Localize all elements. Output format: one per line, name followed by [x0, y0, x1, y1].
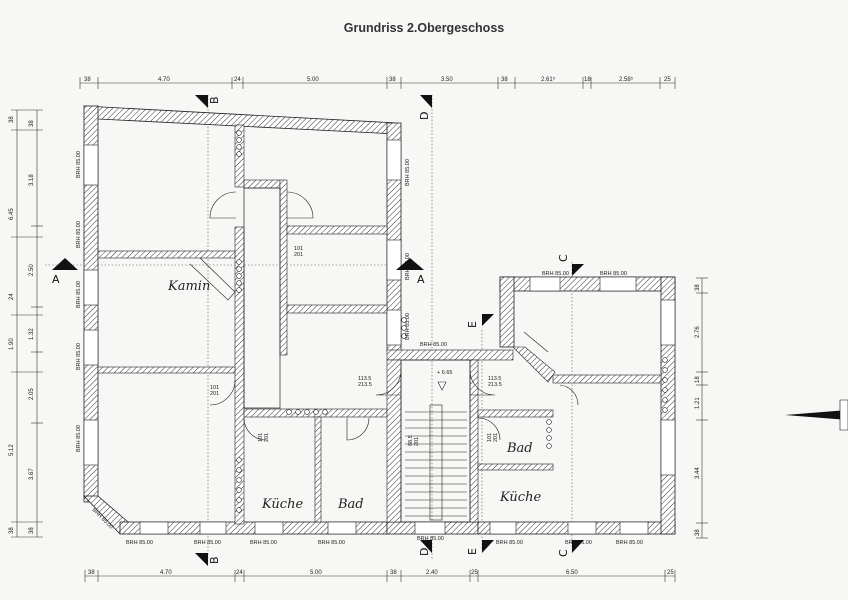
brh-label-top-1: BRH 85.00 [542, 271, 569, 277]
section-a-right: A [417, 273, 425, 286]
brh-label-bottom-2: BRH 85.00 [194, 540, 221, 546]
bottom-dim-1: 4.70 [160, 570, 172, 576]
bottom-dim-6: 25 [471, 570, 478, 576]
plan-title: Grundriss 2.Obergeschoss [343, 21, 505, 35]
top-dim-10: 25 [664, 77, 671, 83]
bottom-dim-3: 5.00 [310, 570, 322, 576]
brh-label-mid: BRH 85.00 [420, 342, 447, 348]
section-c-top: C [557, 254, 570, 262]
north-arrow [785, 399, 848, 431]
doors [209, 191, 579, 441]
brh-label-left-2: BRH 85.00 [76, 221, 82, 248]
top-dim-5: 3.50 [441, 77, 453, 83]
section-a-left: A [52, 273, 60, 286]
left-outer-dim-0: 38 [9, 116, 15, 123]
left-inner-dim-6: 38 [29, 527, 35, 534]
left-inner-dim-1: 3.18 [29, 174, 35, 186]
opening-label-5: 101201 [258, 433, 270, 442]
bottom-dim-4: 38 [390, 570, 397, 576]
left-inner-dim-2: 2.50 [29, 264, 35, 276]
right-dim-5: 38 [695, 529, 701, 536]
top-dim-8: 18 [584, 77, 591, 83]
brh-label-bottom-8: BRH 85.00 [616, 540, 643, 546]
brh-label-right-3: BRH 85.00 [405, 313, 411, 340]
section-b-bottom: B [208, 556, 221, 564]
section-e-bottom: E [466, 548, 479, 555]
bottom-dim-7: 6.50 [566, 570, 578, 576]
brh-label-top-2: BRH 85.00 [600, 271, 627, 277]
top-dim-7: 2.61⁵ [541, 76, 556, 83]
left-outer-dim-3: 1.90 [9, 338, 15, 350]
room-label-kueche-right: Küche [499, 490, 541, 505]
exterior-walls [82, 105, 676, 535]
bottom-dim-0: 38 [88, 570, 95, 576]
top-dim-6: 38 [501, 77, 508, 83]
top-dim-3: 5.00 [307, 77, 319, 83]
room-label-bad-right: Bad [506, 441, 533, 456]
left-outer-dim-4: 5.12 [9, 444, 15, 456]
top-dim-4: 38 [389, 77, 396, 83]
brh-label-bottom-6: BRH 85.00 [496, 540, 523, 546]
section-markers [52, 95, 584, 566]
right-dimension-line [696, 277, 708, 539]
stair-level: + 6.65 [437, 370, 452, 376]
left-inner-dim-3: 1.32 [29, 328, 35, 340]
bottom-dimension-line [84, 570, 676, 582]
brh-label-bottom-3: BRH 85.00 [250, 540, 277, 546]
right-dim-3: 1.21 [695, 397, 701, 409]
section-b-top: B [208, 96, 221, 104]
left-inner-dim-4: 2.05 [29, 388, 35, 400]
fireplace [189, 257, 236, 301]
left-outer-dim-5: 38 [9, 527, 15, 534]
left-outer-dim-1: 6.45 [9, 208, 15, 220]
left-outer-dim-2: 24 [9, 293, 15, 300]
top-dim-0: 38 [84, 77, 91, 83]
left-dimension-lines [11, 109, 43, 538]
top-dimension-line [79, 77, 676, 89]
bottom-dim-8: 25 [667, 570, 674, 576]
top-dim-1: 4.70 [158, 77, 170, 83]
brh-label-bottom-5: BRH 85.00 [417, 536, 444, 542]
brh-label-left-3: BRH 85.00 [76, 281, 82, 308]
opening-label-6: 101201 [487, 433, 499, 442]
right-dim-4: 3.44 [695, 467, 701, 479]
interior-walls [97, 124, 662, 525]
bottom-dim-2: 24 [236, 570, 243, 576]
room-label-kueche-left: Küche [261, 497, 303, 512]
section-lines [45, 95, 573, 560]
top-dim-2: 24 [234, 77, 241, 83]
brh-label-left-5: BRH 85.00 [76, 425, 82, 452]
opening-label-7: 88.5201 [408, 435, 420, 446]
room-label-bad-left: Bad [337, 497, 364, 512]
right-dim-1: 2.76 [695, 326, 701, 338]
brh-label-left-4: BRH 85.00 [76, 343, 82, 370]
section-d-bottom: D [418, 548, 431, 556]
top-dim-9: 2.58⁵ [619, 76, 634, 83]
right-dim-2: 18 [695, 376, 701, 383]
brh-label-bottom-4: BRH 85.00 [318, 540, 345, 546]
staircase [405, 381, 467, 521]
left-inner-dim-0: 38 [29, 120, 35, 127]
room-label-kamin: Kamin [167, 279, 210, 294]
brh-label-bottom-1: BRH 85.00 [126, 540, 153, 546]
right-dim-0: 38 [695, 284, 701, 291]
section-e-top: E [466, 321, 479, 328]
left-inner-dim-5: 3.67 [29, 468, 35, 480]
section-d-top: D [418, 112, 431, 120]
windows [83, 139, 676, 535]
brh-label-left-1: BRH 85.00 [76, 151, 82, 178]
chimneys [236, 130, 668, 513]
brh-label-right-1: BRH 85.00 [405, 159, 411, 186]
section-c-bottom: C [557, 549, 570, 557]
bottom-dim-5: 2.40 [426, 570, 438, 576]
